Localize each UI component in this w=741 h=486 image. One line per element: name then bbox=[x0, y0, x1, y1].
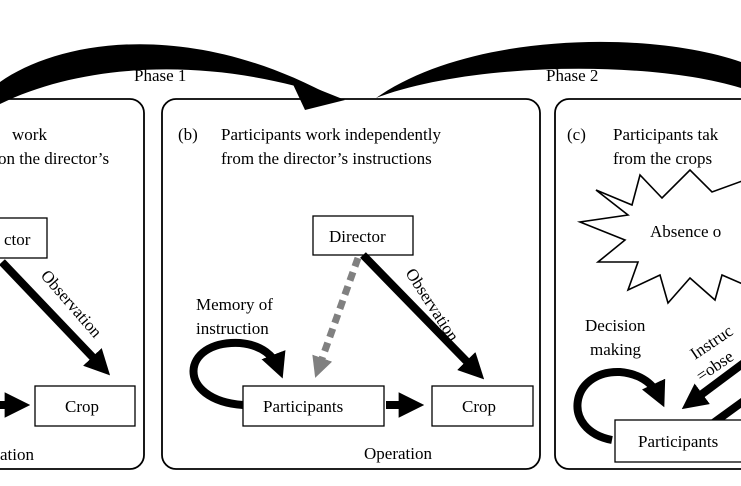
panel-c-caption-line1: Participants tak bbox=[613, 125, 719, 144]
panel-a-director-box bbox=[0, 217, 48, 259]
panel-c-decision-line1: Decision bbox=[585, 316, 646, 335]
panel-b-participants-label: Participants bbox=[263, 397, 343, 416]
panel-c-caption-line2: from the crops bbox=[613, 149, 712, 168]
panel-c-letter: (c) bbox=[567, 125, 586, 144]
panel-a-observation-arrow bbox=[0, 259, 111, 376]
phase1-label: Phase 1 bbox=[134, 66, 186, 85]
panel-c-absence-label: Absence o bbox=[650, 222, 721, 241]
panel-a-caption-line1: work bbox=[12, 125, 47, 144]
phase1-arrowhead bbox=[290, 78, 345, 110]
panel-b-caption-line1: Participants work independently bbox=[221, 125, 442, 144]
panel-a-caption-line2: on the director’s bbox=[0, 149, 109, 168]
panel-b-memory-label-line2: instruction bbox=[196, 319, 269, 338]
panel-b-bottom-label: Operation bbox=[364, 444, 432, 463]
panel-b-letter: (b) bbox=[178, 125, 198, 144]
panel-a-crop-box bbox=[34, 385, 136, 427]
panel-a-bottom-label: ation bbox=[0, 445, 34, 464]
panel-b-crop-label: Crop bbox=[462, 397, 496, 416]
panel-a-frame bbox=[0, 98, 145, 470]
panel-b-memory-loop-arrow bbox=[189, 338, 286, 409]
phase2-label: Phase 2 bbox=[546, 66, 598, 85]
panel-c-participants-box bbox=[614, 419, 741, 463]
panel-b-memory-link-arrow bbox=[312, 256, 362, 378]
panel-b-participants-box bbox=[242, 385, 385, 427]
panel-c-frame bbox=[554, 98, 741, 470]
panel-b-crop-box bbox=[431, 385, 534, 427]
panel-b-director-box bbox=[312, 215, 414, 256]
phase2-arrow bbox=[376, 41, 741, 98]
panel-b-memory-label-line1: Memory of bbox=[196, 295, 273, 314]
panel-b-observation-arrow bbox=[360, 252, 485, 380]
panel-b-director-label: Director bbox=[329, 227, 386, 246]
panel-c-decision-loop-arrow bbox=[573, 367, 666, 444]
phase1-arrow bbox=[0, 44, 335, 104]
panel-c-instruction-arrow bbox=[681, 359, 741, 410]
panel-a: work on the director’s ctor Observation … bbox=[0, 98, 145, 470]
panel-c: (c) Participants tak from the crops Abse… bbox=[554, 98, 741, 470]
panel-b: (b) Participants work independently from… bbox=[161, 98, 541, 470]
panel-c-participants-label: Participants bbox=[638, 432, 718, 451]
panel-a-director-label: ctor bbox=[4, 230, 31, 249]
panel-b-caption-line2: from the director’s instructions bbox=[221, 149, 432, 168]
panel-a-crop-label: Crop bbox=[65, 397, 99, 416]
panel-b-frame bbox=[161, 98, 541, 470]
panel-c-decision-line2: making bbox=[590, 340, 641, 359]
panel-c-absence-burst-icon bbox=[576, 168, 741, 305]
